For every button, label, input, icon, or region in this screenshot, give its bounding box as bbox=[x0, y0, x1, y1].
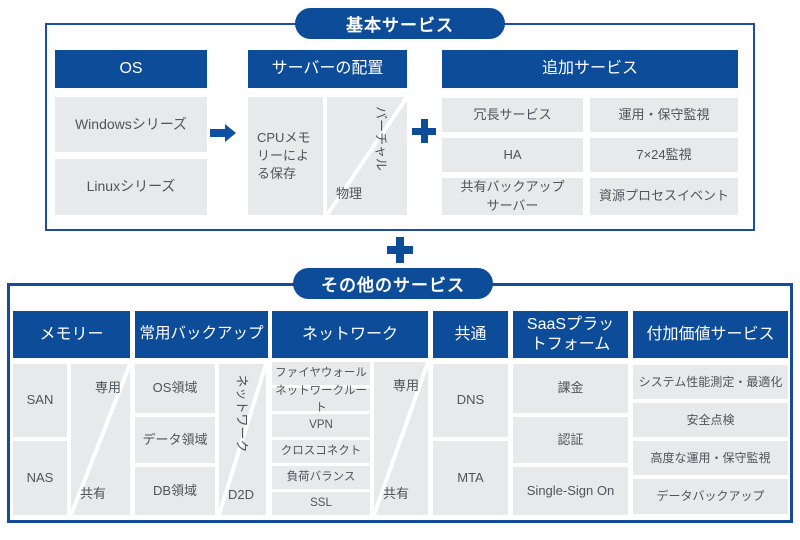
network-shared-label: 共有 bbox=[383, 486, 410, 501]
saas-platform-header: SaaSプラットフォーム bbox=[513, 311, 628, 358]
right-arrow-icon bbox=[210, 124, 236, 142]
os-header: OS bbox=[55, 50, 207, 88]
value-data-backup-cell: データバックアップ bbox=[633, 479, 788, 514]
common-header: 共通 bbox=[433, 311, 508, 358]
value-performance-cell: システム性能測定・最適化 bbox=[633, 365, 788, 399]
cpu-memory-cell: CPUメモリーによる保存 bbox=[248, 97, 323, 215]
redundancy-service-cell: 冗長サービス bbox=[442, 98, 583, 132]
physical-label: 物理 bbox=[336, 186, 363, 201]
daily-backup-header: 常用バックアップ bbox=[135, 311, 268, 358]
value-safety-check-cell: 安全点検 bbox=[633, 403, 788, 437]
network-diagonal-cell: 専用 共有 bbox=[374, 362, 428, 515]
memory-nas-cell: NAS bbox=[13, 441, 67, 515]
saas-billing-cell: 課金 bbox=[513, 364, 628, 413]
basic-services-title: 基本サービス bbox=[346, 16, 454, 35]
network-firewall-cell: ファイヤウォール bbox=[272, 362, 370, 385]
common-mta-cell: MTA bbox=[433, 441, 508, 515]
operation-monitoring-cell: 運用・保守監視 bbox=[590, 98, 738, 132]
backup-db-area-cell: DB領域 bbox=[135, 467, 215, 515]
network-loadbalance-cell: 負荷バランス bbox=[272, 466, 370, 489]
network-route-cell: ネットワークルート bbox=[272, 385, 370, 414]
ha-cell: HA bbox=[442, 138, 583, 172]
backup-os-area-cell: OS領域 bbox=[135, 364, 215, 413]
memory-san-cell: SAN bbox=[13, 364, 67, 437]
memory-header: メモリー bbox=[13, 311, 130, 358]
network-vpn-cell: VPN bbox=[272, 414, 370, 437]
os-item-linux: Linuxシリーズ bbox=[55, 159, 207, 215]
network-header: ネットワーク bbox=[272, 311, 428, 358]
shared-backup-server-cell: 共有バックアップサーバー bbox=[442, 178, 583, 215]
value-advanced-monitoring-cell: 高度な運用・保守監視 bbox=[633, 441, 788, 475]
backup-diagonal-cell: ネットワーク D2D bbox=[219, 364, 266, 515]
backup-network-label: ネットワーク bbox=[234, 374, 250, 453]
backup-d2d-label: D2D bbox=[228, 487, 255, 502]
common-dns-cell: DNS bbox=[433, 364, 508, 437]
os-item-windows: Windowsシリーズ bbox=[55, 97, 207, 152]
additional-services-header: 追加サービス bbox=[442, 50, 738, 88]
network-dedicated-label: 専用 bbox=[392, 378, 419, 393]
memory-shared-label: 共有 bbox=[80, 486, 107, 501]
value-added-header: 付加価値サービス bbox=[633, 311, 788, 358]
virtual-label: バーチャル bbox=[373, 106, 389, 171]
resource-process-event-cell: 資源プロセスイベント bbox=[590, 178, 738, 215]
monitoring-7x24-cell: 7×24監視 bbox=[590, 138, 738, 172]
network-crossconnect-cell: クロスコネクト bbox=[272, 440, 370, 463]
backup-data-area-cell: データ領域 bbox=[135, 417, 215, 463]
other-services-title: その他のサービス bbox=[321, 276, 465, 295]
server-placement-header: サーバーの配置 bbox=[248, 50, 407, 88]
memory-diagonal-cell: 専用 共有 bbox=[71, 364, 130, 515]
network-ssl-cell: SSL bbox=[272, 492, 370, 515]
memory-dedicated-label: 専用 bbox=[94, 380, 121, 395]
section-plus-icon bbox=[387, 237, 413, 263]
placement-diagonal-cell: バーチャル 物理 bbox=[327, 97, 407, 215]
basic-services-pill: 基本サービス bbox=[295, 8, 505, 39]
plus-icon-small bbox=[412, 119, 436, 143]
saas-sso-cell: Single-Sign On bbox=[513, 467, 628, 515]
saas-auth-cell: 認証 bbox=[513, 417, 628, 463]
other-services-pill: その他のサービス bbox=[293, 268, 493, 299]
